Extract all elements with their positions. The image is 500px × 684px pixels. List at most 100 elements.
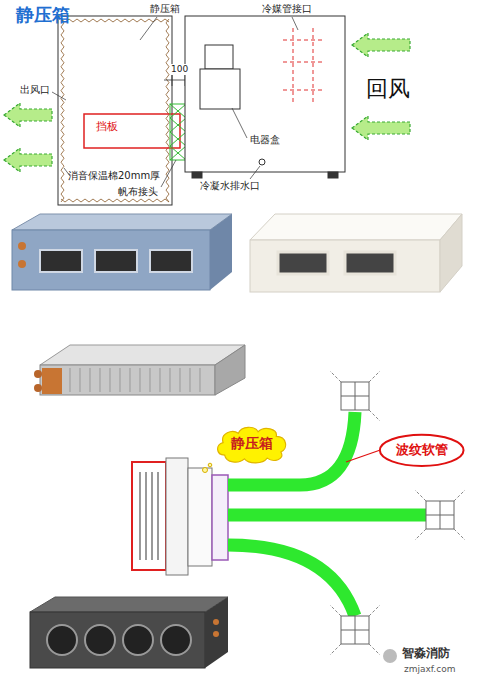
diffuser-airflow bbox=[330, 371, 465, 655]
unit-schematic bbox=[188, 468, 212, 566]
plenum-photo bbox=[440, 214, 462, 292]
unit-schematic bbox=[157, 472, 159, 560]
ducted-unit-photo bbox=[40, 250, 82, 272]
round-outlet-unit-photo bbox=[213, 619, 219, 625]
ducted-unit-photo bbox=[95, 250, 137, 272]
watermark: zmjaxf.com bbox=[404, 664, 455, 675]
cloud-shape bbox=[218, 427, 286, 463]
fan-coil-photo bbox=[40, 365, 215, 395]
fan-coil-unit-drawing bbox=[185, 16, 345, 172]
plenum-photo bbox=[250, 214, 462, 292]
diffuser bbox=[341, 616, 369, 644]
baffle-plate bbox=[84, 114, 180, 148]
round-outlet-unit-photo bbox=[123, 625, 153, 655]
ducted-unit-photo bbox=[12, 230, 210, 290]
airflow-arrows bbox=[4, 148, 52, 172]
airflow-arrows bbox=[352, 33, 410, 57]
fan-coil-photo bbox=[160, 368, 161, 392]
round-outlet-unit-photo bbox=[30, 597, 228, 668]
wechat-icon bbox=[383, 649, 397, 663]
leader-lines bbox=[292, 17, 298, 30]
fan-coil-photo bbox=[100, 368, 101, 392]
refrigerant-ports bbox=[313, 28, 314, 104]
fan-coil-photo bbox=[200, 368, 201, 392]
diffuser-airflow bbox=[330, 371, 380, 421]
fan-coil-photo bbox=[70, 368, 200, 392]
part-label: 静压箱 bbox=[150, 3, 180, 15]
fan-coil-photo bbox=[215, 345, 245, 395]
leader-lines bbox=[52, 17, 298, 187]
electric-box bbox=[200, 69, 240, 109]
fan-coil-photo bbox=[34, 345, 245, 395]
refrigerant-ports bbox=[283, 40, 323, 41]
round-outlet-unit-photo bbox=[205, 597, 228, 668]
plenum-box-drawing bbox=[58, 16, 172, 205]
diffuser bbox=[426, 501, 454, 529]
fan-coil-photo bbox=[170, 368, 171, 392]
diffuser bbox=[341, 396, 369, 397]
airflow-label: 回风 bbox=[366, 76, 410, 102]
ducted-unit-photo bbox=[12, 214, 232, 230]
part-label: 出风口 bbox=[20, 84, 50, 96]
leader-line bbox=[346, 450, 380, 462]
dimension-line bbox=[172, 74, 173, 86]
unit-schematic bbox=[166, 458, 188, 575]
ducted-unit-photo bbox=[18, 242, 26, 250]
ducted-unit-photo bbox=[12, 214, 232, 290]
unit-schematic bbox=[203, 468, 208, 473]
plenum-box-drawing bbox=[58, 16, 172, 205]
part-label: 电器盒 bbox=[250, 134, 280, 146]
airflow-arrows bbox=[4, 103, 52, 127]
fan-coil-photo bbox=[120, 368, 121, 392]
unit-schematic bbox=[132, 462, 166, 570]
fan-coil-photo bbox=[140, 368, 141, 392]
fan-coil-photo bbox=[110, 368, 111, 392]
airflow-arrows bbox=[4, 33, 410, 172]
round-outlet-unit-photo bbox=[161, 625, 191, 655]
unit-schematic bbox=[212, 475, 228, 560]
round-outlet-unit-photo bbox=[30, 612, 205, 668]
part-label: 挡板 bbox=[96, 120, 118, 133]
plenum-photo bbox=[250, 240, 440, 292]
baffle-plate bbox=[84, 114, 180, 148]
plenum-photo bbox=[278, 252, 328, 274]
leader-lines bbox=[52, 92, 66, 100]
fan-coil-photo bbox=[34, 370, 42, 378]
part-label: 冷媒管接口 bbox=[262, 3, 312, 15]
fan-coil-photo bbox=[90, 368, 91, 392]
wechat-icon bbox=[383, 649, 397, 663]
diffuser bbox=[341, 382, 369, 410]
fan-coil-photo bbox=[130, 368, 131, 392]
canvas-joint bbox=[170, 104, 186, 160]
flexible-duct bbox=[228, 412, 355, 485]
part-label: 冷凝水排水口 bbox=[200, 180, 260, 192]
fan-coil-photo bbox=[34, 384, 42, 392]
insulation-hatch bbox=[61, 19, 169, 202]
leader-lines bbox=[250, 166, 260, 179]
callout-text: 波纹软管 bbox=[396, 442, 448, 458]
unit-schematic bbox=[132, 458, 228, 575]
plenum-photo bbox=[250, 214, 462, 240]
fan-coil-photo bbox=[80, 368, 81, 392]
flexible-duct bbox=[228, 509, 426, 522]
page-title: 静压箱 bbox=[16, 4, 70, 26]
round-outlet-unit-photo bbox=[30, 597, 228, 612]
electric-box bbox=[205, 45, 233, 69]
ducted-unit-photo bbox=[18, 260, 26, 268]
fan-coil-photo bbox=[70, 368, 71, 392]
canvas-joint bbox=[170, 104, 186, 160]
canvas-joint bbox=[170, 104, 186, 160]
plenum-photo bbox=[345, 252, 395, 274]
fan-coil-photo bbox=[150, 368, 151, 392]
refrigerant-ports bbox=[293, 28, 294, 104]
insulation-hatch bbox=[61, 199, 169, 202]
part-label: 帆布接头 bbox=[118, 186, 158, 198]
ducted-unit-photo bbox=[150, 250, 192, 272]
unit-schematic bbox=[145, 472, 147, 560]
diffuser-airflow bbox=[330, 605, 380, 655]
callout-text: 静压箱 bbox=[231, 435, 273, 452]
round-outlet-unit-photo bbox=[47, 625, 77, 655]
diffuser bbox=[341, 382, 454, 644]
diffuser bbox=[426, 515, 454, 516]
